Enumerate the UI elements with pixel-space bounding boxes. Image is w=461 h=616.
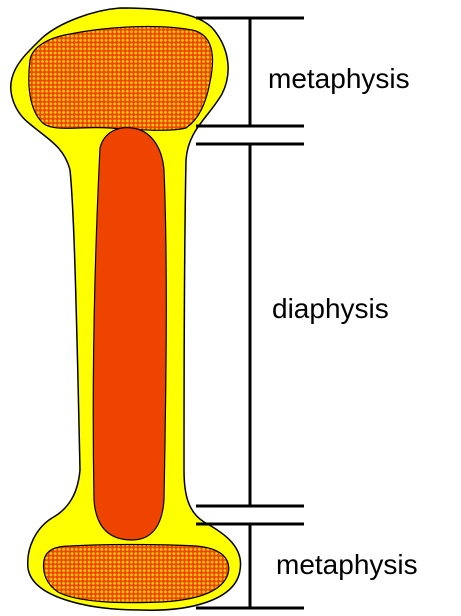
bottom-spongy-bone — [44, 545, 229, 603]
marrow-cavity — [93, 128, 166, 540]
label-diaphysis: diaphysis — [272, 293, 389, 324]
top-spongy-bone — [29, 27, 213, 131]
label-top-metaphysis: metaphysis — [268, 63, 410, 94]
label-bottom-metaphysis: metaphysis — [276, 549, 418, 580]
